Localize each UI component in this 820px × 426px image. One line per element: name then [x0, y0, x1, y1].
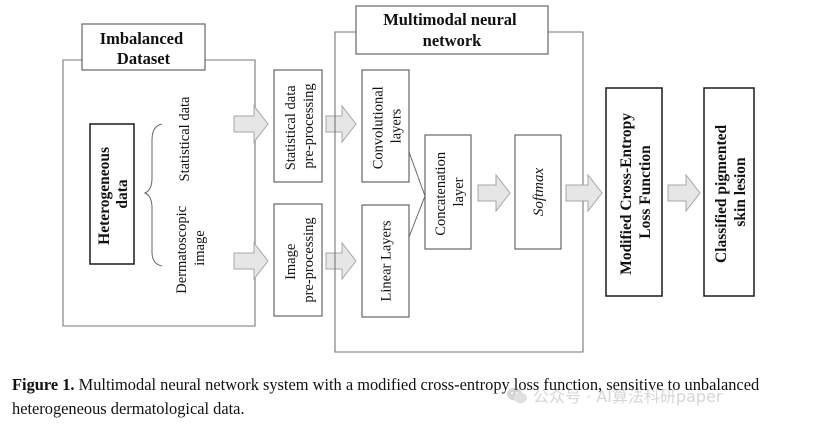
multimodal-network-box	[355, 5, 549, 55]
statistical-preprocessing-box	[273, 69, 323, 183]
convolutional-layers-box	[361, 69, 410, 183]
loss-function-label: Modified Cross-Entropy Loss Function	[618, 109, 654, 275]
heterogeneous-data-box	[89, 123, 135, 265]
imbalanced-dataset-label: Imbalanced Dataset	[100, 29, 188, 68]
conv-to-concat-line	[408, 151, 426, 197]
caption-text: Multimodal neural network system with a …	[12, 375, 760, 418]
loss-function-box	[605, 87, 663, 297]
softmax-label: Softmax	[531, 167, 547, 216]
multimodal-network-label: Multimodal neural network	[383, 10, 521, 50]
arrow-to-linear-layers	[325, 241, 357, 281]
softmax-box	[514, 134, 562, 250]
output-label: Classified pigmented skin lesion	[713, 121, 749, 263]
dermatoscopic-image-text: Dermatoscopic image	[174, 202, 208, 293]
statistical-data-text: Statistical data	[177, 96, 193, 182]
arrow-to-image-preprocessing	[233, 241, 269, 281]
watermark-text: 公众号 · AI算法科研paper	[533, 387, 723, 406]
concatenation-layer-label: Concatenation layer	[433, 148, 467, 235]
linear-layers-box	[361, 204, 410, 318]
diagram: Imbalanced Dataset Heterogeneous data St…	[62, 5, 755, 353]
linear-layers-label: Linear Layers	[379, 220, 395, 301]
heterogeneous-data-label: Heterogeneous data	[96, 143, 131, 245]
network-frame	[334, 31, 584, 353]
arrow-to-output	[667, 173, 701, 213]
image-preprocessing-box	[273, 203, 323, 317]
figure-caption: Figure 1. Multimodal neural network syst…	[12, 373, 812, 421]
output-box	[703, 87, 755, 297]
linear-to-concat-line	[408, 195, 426, 238]
arrow-to-softmax	[477, 173, 511, 213]
arrow-to-convolutional-layers	[325, 104, 357, 144]
brace	[143, 123, 163, 267]
imbalanced-dataset-box	[81, 23, 206, 71]
arrow-to-statistical-preprocessing	[233, 104, 269, 144]
statistical-preprocessing-label: Statistical data pre-processing	[283, 82, 317, 171]
arrow-to-loss-function	[565, 173, 603, 213]
dataset-frame	[62, 59, 256, 327]
watermark: 公众号 · AI算法科研paper	[506, 382, 722, 408]
wechat-icon	[507, 387, 527, 403]
caption-label: Figure 1.	[12, 375, 75, 394]
concatenation-layer-box	[424, 134, 472, 250]
image-preprocessing-label: Image pre-processing	[283, 217, 317, 302]
convolutional-layers-label: Convolutional layers	[371, 83, 405, 170]
